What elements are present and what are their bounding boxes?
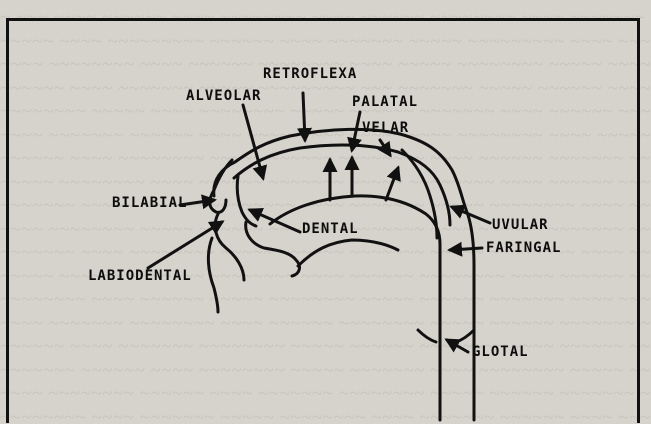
label-alveolar: ALVEOLAR bbox=[186, 88, 261, 104]
label-glotal: GLOTAL bbox=[472, 344, 529, 360]
upper-teeth bbox=[237, 176, 256, 226]
label-palatal: PALATAL bbox=[352, 94, 418, 110]
label-faringal: FARINGAL bbox=[486, 240, 561, 256]
label-bilabial: BILABIAL bbox=[112, 195, 187, 211]
label-labiodental: LABIODENTAL bbox=[88, 268, 192, 284]
palate-line bbox=[234, 145, 450, 225]
arrow-tongue-3 bbox=[386, 168, 398, 200]
arrow-faringal bbox=[450, 248, 482, 250]
larynx-outline bbox=[418, 330, 436, 342]
chin-line bbox=[208, 238, 218, 312]
arrow-dental bbox=[250, 210, 300, 232]
larynx-outline-2 bbox=[456, 330, 474, 342]
label-velar: VELAR bbox=[362, 120, 409, 136]
lower-teeth bbox=[246, 222, 300, 276]
tongue-underside bbox=[298, 240, 398, 266]
label-dental: DENTAL bbox=[302, 221, 359, 237]
label-uvular: UVULAR bbox=[492, 217, 549, 233]
upper-vocal-tract-outline bbox=[214, 129, 474, 420]
arrow-retroflexa bbox=[303, 93, 305, 140]
label-retroflexa: RETROFLEXA bbox=[263, 66, 357, 82]
